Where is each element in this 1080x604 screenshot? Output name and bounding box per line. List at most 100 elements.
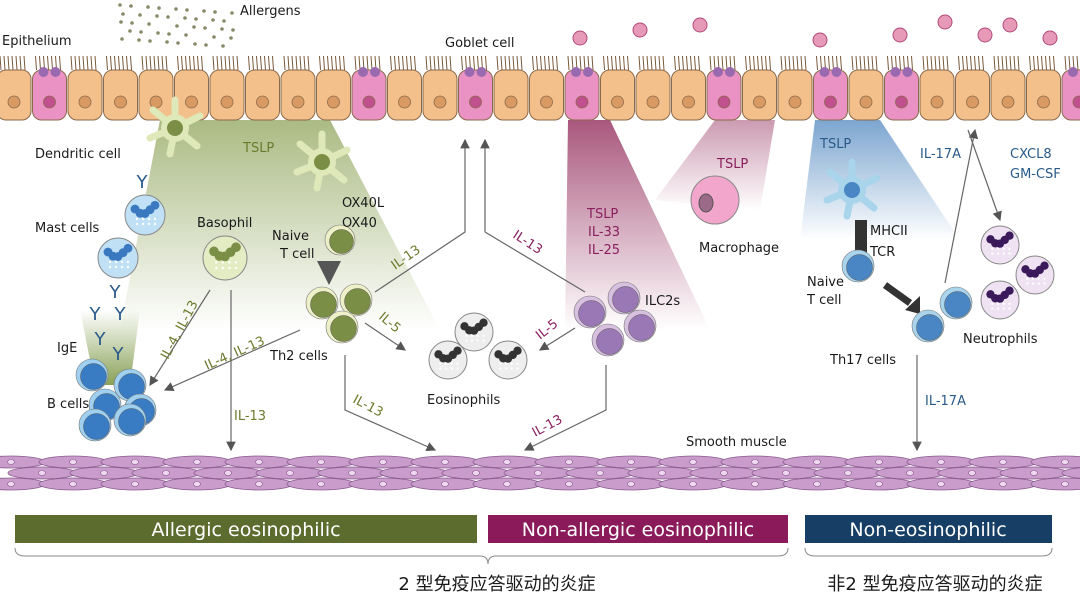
eosinophil <box>428 340 468 380</box>
th2-cell <box>339 283 373 317</box>
smooth-muscle-cell <box>1030 477 1080 491</box>
neutrophil <box>980 280 1020 320</box>
ox40l-label: OX40L <box>342 196 385 211</box>
epithelial-cell <box>493 55 529 121</box>
smooth-muscle-label: Smooth muscle <box>686 435 787 450</box>
goblet-cell <box>32 55 67 121</box>
allergens-label: Allergens <box>240 4 301 19</box>
naive-t-cell-label: T cell <box>279 247 314 262</box>
ige-antibody-icon: Y <box>109 282 122 303</box>
th17-cells-label: Th17 cells <box>829 353 896 368</box>
il17a-label: IL-17A <box>920 147 961 162</box>
dendritic-cell-label: Dendritic cell <box>35 147 121 162</box>
ige-label: IgE <box>57 341 77 356</box>
naive-t-cell-label: Naive <box>272 229 309 244</box>
eosinophils-label: Eosinophils <box>427 393 500 408</box>
goblet-cell <box>458 55 493 121</box>
smooth-muscle-cell <box>1030 455 1080 469</box>
pathogen-icon <box>1042 30 1058 46</box>
goblet-cell-label: Goblet cell <box>445 36 515 51</box>
non-type2-inflammation-label: 非2 型免疫应答驱动的炎症 <box>827 574 1042 595</box>
tslp-label: TSLP <box>586 207 618 222</box>
epithelial-cell <box>103 55 138 121</box>
epithelial-cell <box>316 55 351 121</box>
b-cell <box>113 403 147 437</box>
epithelial-cell <box>422 55 458 121</box>
smooth-muscle-cell <box>0 455 46 469</box>
allergic-eosinophilic-label: Allergic eosinophilic <box>151 519 340 541</box>
pathogen-icon <box>812 32 828 48</box>
epithelial-cell <box>1026 55 1061 121</box>
tslp-cone-macrophage <box>655 120 775 210</box>
epithelium-layer <box>0 55 1080 121</box>
epithelial-cell <box>529 55 564 121</box>
goblet-cell <box>1061 55 1080 121</box>
epithelial-cell <box>990 55 1026 121</box>
goblet-cell <box>706 55 742 121</box>
epithelial-cell <box>245 55 280 121</box>
tslp-label: TSLP <box>242 141 274 156</box>
il25-label: IL-25 <box>588 243 620 258</box>
epithelial-cell <box>138 55 174 121</box>
ige-antibody-icon: Y <box>94 329 107 350</box>
arrows <box>149 128 1002 452</box>
pathogen-icon <box>632 22 648 38</box>
ige-antibody-icon: Y <box>89 304 102 325</box>
ox40-label: OX40 <box>342 216 377 231</box>
eosinophil <box>488 340 528 380</box>
goblet-cell <box>813 55 848 121</box>
goblet-cell <box>351 55 387 121</box>
pathogen-icon <box>977 27 993 43</box>
ilc2-cell <box>607 281 641 315</box>
pathogen-icon <box>572 30 588 46</box>
pathogen-icon <box>692 17 708 33</box>
epithelial-cell <box>0 55 32 121</box>
neutrophils-label: Neutrophils <box>963 332 1038 347</box>
th2-cell <box>325 310 359 344</box>
tslp-cone-maroon <box>565 120 710 330</box>
epithelial-cell <box>280 55 316 121</box>
naive-t-cell-label: T cell <box>806 293 841 308</box>
naive-t-cell <box>324 224 356 256</box>
basophil-label: Basophil <box>197 216 252 231</box>
cytokine-label: IL-13 <box>510 228 545 258</box>
eosinophil <box>454 312 494 352</box>
epithelial-cell <box>600 55 635 121</box>
allergen-particles <box>118 3 1058 48</box>
tslp-cone-green <box>120 120 440 330</box>
th17-cell <box>911 309 945 343</box>
mast-cell <box>97 237 139 279</box>
macrophage <box>690 175 740 225</box>
non-allergic-eosinophilic-bar <box>488 515 788 543</box>
pathogen-icon <box>937 14 953 30</box>
mhcii-label: MHCII <box>870 224 908 239</box>
brackets <box>14 547 1053 565</box>
epithelial-cell <box>671 55 706 121</box>
ilc2-cell <box>591 323 625 357</box>
non-eosinophilic-bar <box>805 515 1052 543</box>
ige-antibody-icon: Y <box>136 172 149 193</box>
b-cell <box>78 408 112 442</box>
ige-antibody-icon: Y <box>112 344 125 365</box>
il17a-label: IL-17A <box>925 394 966 409</box>
neutrophil <box>980 225 1020 265</box>
mast-cell <box>124 194 166 236</box>
cxcl8-label: CXCL8 <box>1010 147 1052 162</box>
cytokine-label: IL-13 <box>350 392 385 420</box>
macrophage-label: Macrophage <box>699 241 779 256</box>
smooth-muscle-layer <box>0 455 1080 491</box>
cytokine-label: IL-13 <box>530 412 565 440</box>
epithelial-cell <box>174 55 209 121</box>
ilc2s-label: ILC2s <box>645 294 680 309</box>
naive-t-cell-label: Naive <box>807 275 844 290</box>
epithelial-cell <box>955 55 990 121</box>
b-cells-label: B cells <box>47 397 89 412</box>
epithelial-cell <box>777 55 813 121</box>
pathogen-icon <box>892 27 908 43</box>
dendritic-cell <box>146 96 204 158</box>
cytokine-label: IL-4, IL-13 <box>203 334 268 374</box>
neutrophil <box>1015 255 1055 295</box>
mast-cells-label: Mast cells <box>35 221 100 236</box>
epithelial-cell <box>635 55 671 121</box>
